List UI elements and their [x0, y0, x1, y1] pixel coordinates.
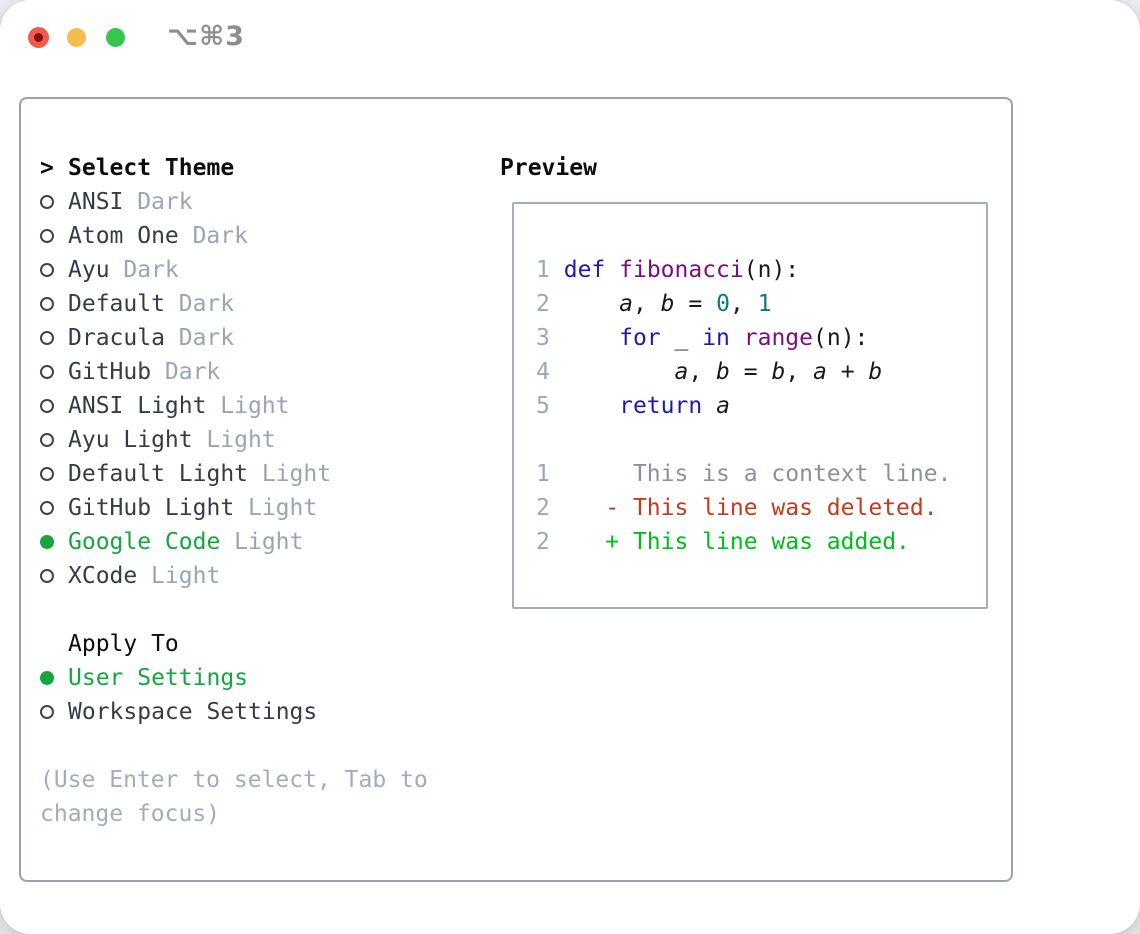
option-label: Ayu — [68, 257, 110, 283]
option-label: User Settings — [68, 665, 249, 691]
theme-variant-label: Light — [234, 529, 304, 555]
theme-option-ansi-light[interactable]: ANSI Light Light — [40, 389, 331, 423]
code-line: 2 - This line was deleted. — [536, 495, 938, 521]
code-line: 4 a, b = b, a + b — [536, 359, 883, 385]
preview-code: 1 def fibonacci(n): 2 a, b = 0, 1 3 for _ … — [512, 202, 988, 609]
radio-icon — [40, 399, 54, 413]
theme-option-ayu-light[interactable]: Ayu Light Light — [40, 423, 331, 457]
theme-option-default-light[interactable]: Default Light Light — [40, 457, 331, 491]
theme-option-ansi[interactable]: ANSI Dark — [40, 185, 331, 219]
theme-variant-label: Dark — [123, 257, 179, 283]
theme-option-google-code[interactable]: Google Code Light — [40, 525, 331, 559]
selection-caret-icon: > — [40, 155, 54, 181]
line-number: 2 — [536, 529, 550, 555]
theme-option-default[interactable]: Default Dark — [40, 287, 331, 321]
option-label: GitHub — [68, 359, 152, 385]
radio-selected-icon — [40, 535, 54, 549]
code-line: 3 for _ in range(n): — [536, 325, 869, 351]
apply-option-user-settings[interactable]: User Settings — [40, 661, 317, 695]
radio-icon — [40, 331, 54, 345]
code-line — [536, 423, 986, 457]
code-line: 1 This is a context line. — [536, 461, 952, 487]
theme-variant-label: Dark — [178, 325, 235, 351]
theme-variant-label: Light — [220, 393, 290, 419]
radio-icon — [40, 229, 54, 243]
theme-option-xcode[interactable]: XCode Light — [40, 559, 331, 593]
theme-variant-label: Light — [247, 495, 318, 521]
theme-variant-label: Dark — [192, 223, 248, 249]
option-label: Default — [68, 291, 165, 317]
radio-icon — [40, 467, 54, 481]
code-line: 2 a, b = 0, 1 — [536, 291, 772, 317]
line-number: 1 — [536, 461, 550, 487]
line-number: 5 — [536, 393, 550, 419]
theme-list-header: > Select Theme — [40, 151, 331, 185]
line-number: 1 — [536, 257, 550, 283]
line-number: 2 — [536, 495, 550, 521]
theme-variant-label: Light — [206, 427, 276, 453]
radio-icon — [40, 263, 54, 277]
option-label: XCode — [68, 563, 138, 589]
theme-option-github-light[interactable]: GitHub Light Light — [40, 491, 331, 525]
option-label: Google Code — [68, 529, 221, 555]
close-button[interactable] — [28, 27, 49, 48]
line-number: 3 — [536, 325, 550, 351]
theme-variant-label: Light — [261, 461, 332, 487]
minimize-button[interactable] — [67, 28, 86, 47]
radio-icon — [40, 433, 54, 447]
radio-icon — [40, 365, 54, 379]
theme-option-ayu[interactable]: Ayu Dark — [40, 253, 331, 287]
option-label: Atom One — [68, 223, 179, 249]
apply-to-title: Apply To — [68, 631, 179, 657]
apply-to-header: Apply To — [40, 627, 317, 661]
apply-option-workspace-settings[interactable]: Workspace Settings — [40, 695, 317, 729]
radio-icon — [40, 705, 54, 719]
radio-icon — [40, 195, 54, 209]
window-title: ⌥⌘3 — [167, 21, 245, 52]
preview-title: Preview — [500, 155, 597, 181]
line-number: 2 — [536, 291, 550, 317]
select-theme-title: Select Theme — [68, 155, 235, 181]
option-label: Default Light — [68, 461, 249, 487]
radio-selected-icon — [40, 671, 54, 685]
option-label: ANSI — [68, 189, 124, 215]
theme-variant-label: Dark — [137, 189, 193, 215]
theme-variant-label: Light — [151, 563, 221, 589]
code-line: 5 return a — [536, 393, 730, 419]
keyboard-hint: (Use Enter to select, Tab to change focu… — [40, 767, 428, 827]
option-label: Workspace Settings — [68, 699, 318, 725]
zoom-button[interactable] — [106, 28, 125, 47]
radio-icon — [40, 569, 54, 583]
radio-icon — [40, 297, 54, 311]
code-line: 2 + This line was added. — [536, 529, 910, 555]
theme-variant-label: Dark — [178, 291, 235, 317]
theme-option-atom-one[interactable]: Atom One Dark — [40, 219, 331, 253]
code-line: 1 def fibonacci(n): — [536, 257, 800, 283]
radio-icon — [40, 501, 54, 515]
option-label: Ayu Light — [68, 427, 193, 453]
line-number: 4 — [536, 359, 550, 385]
theme-option-github[interactable]: GitHub Dark — [40, 355, 331, 389]
option-label: ANSI Light — [68, 393, 207, 419]
option-label: GitHub Light — [68, 495, 235, 521]
theme-variant-label: Dark — [164, 359, 221, 385]
theme-option-dracula[interactable]: Dracula Dark — [40, 321, 331, 355]
option-label: Dracula — [68, 325, 165, 351]
close-button-dot — [34, 33, 43, 42]
